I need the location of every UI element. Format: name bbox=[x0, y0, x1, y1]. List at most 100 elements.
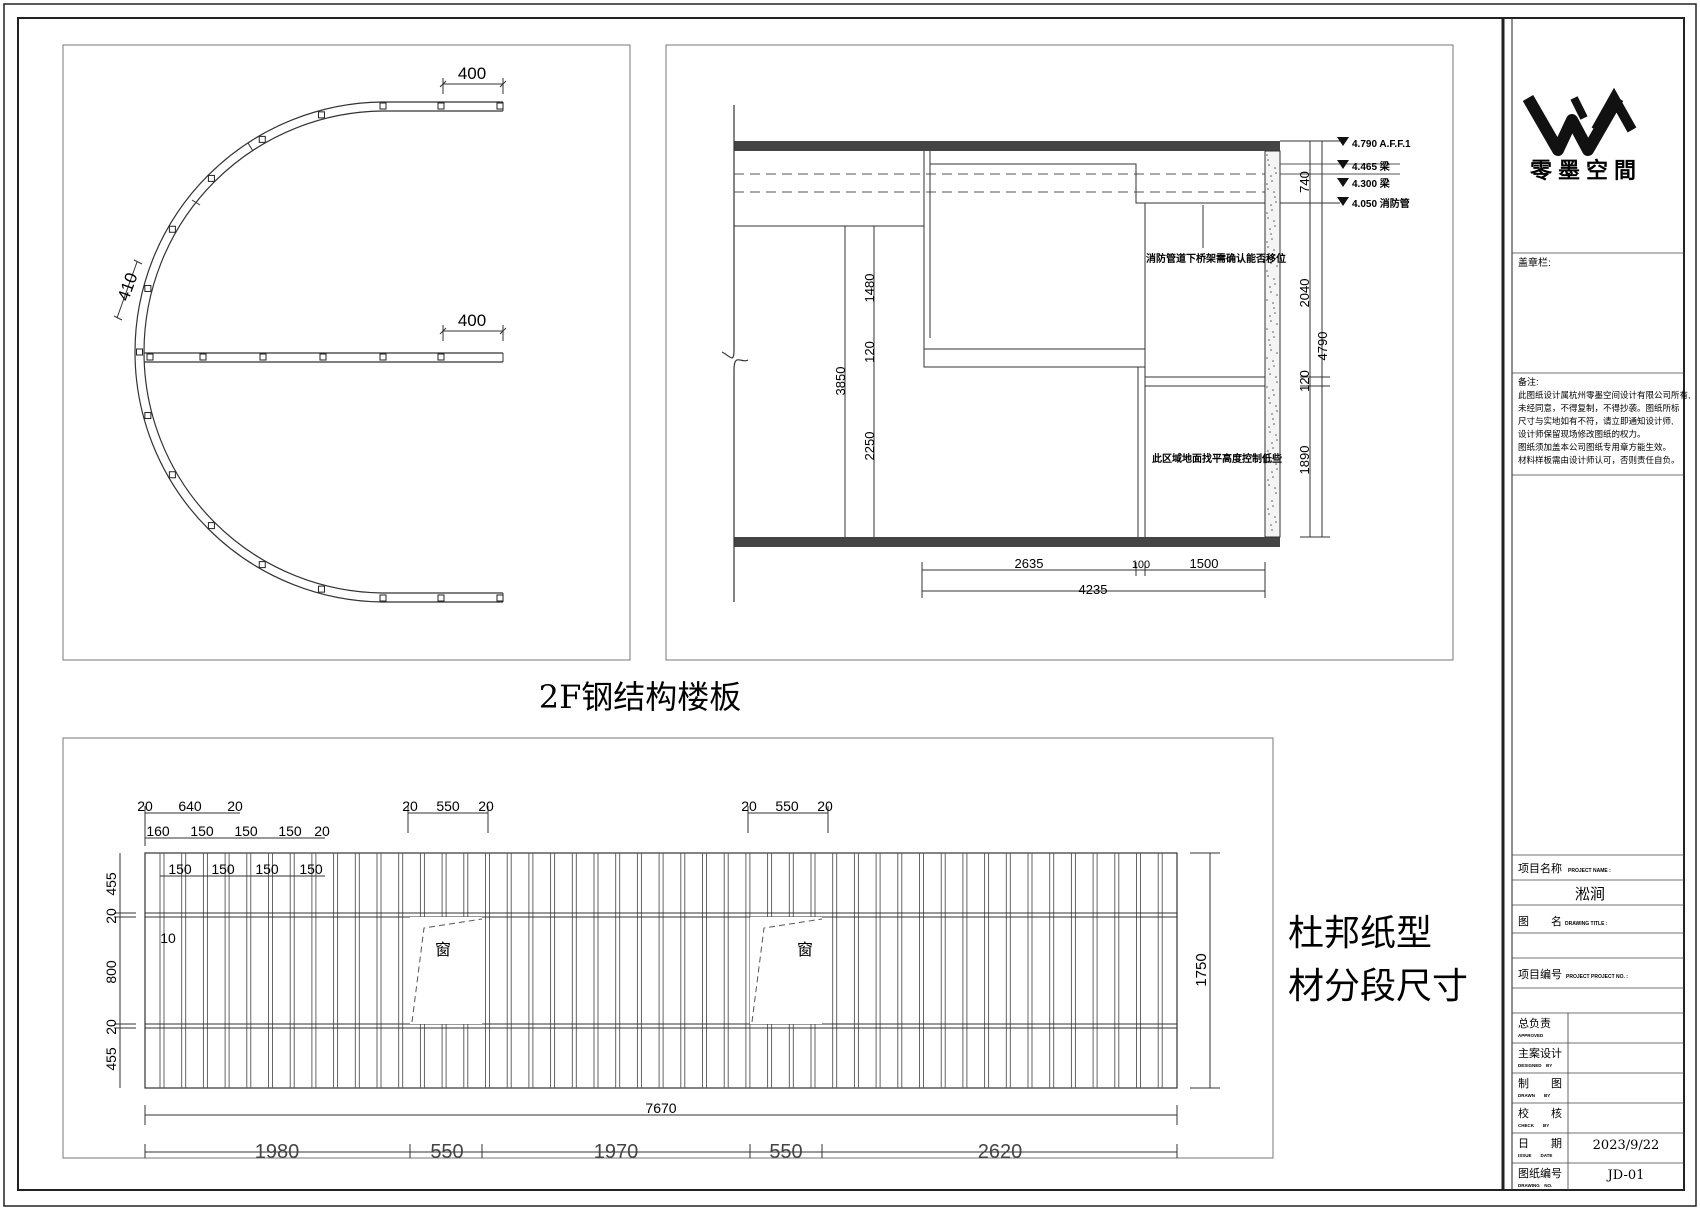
hatch-dot bbox=[1272, 418, 1274, 420]
hatch-dot bbox=[1273, 423, 1275, 425]
right-dim-120: 120 bbox=[1297, 370, 1312, 392]
hatch-dot bbox=[1276, 294, 1278, 296]
hatch-dot bbox=[1275, 521, 1277, 523]
hatch-dot bbox=[1270, 204, 1272, 206]
total-dim-7670: 7670 bbox=[645, 1100, 676, 1116]
top-dim-150f: 150 bbox=[255, 861, 279, 877]
window-a-dim-20a: 20 bbox=[402, 798, 418, 814]
hatch-dot bbox=[1267, 159, 1269, 161]
drawing-no-label-en: DRAWING NO. bbox=[1518, 1183, 1552, 1188]
bolt-hole bbox=[379, 353, 387, 361]
hatch-dot bbox=[1266, 183, 1268, 185]
hatch-dot bbox=[1269, 315, 1271, 317]
section-right-dims bbox=[1300, 140, 1330, 538]
hatch-dot bbox=[1273, 191, 1275, 193]
hatch-dot bbox=[1270, 320, 1272, 322]
hatch-dot bbox=[1270, 233, 1272, 235]
segment-dim-550a: 550 bbox=[430, 1141, 463, 1163]
drawing-title-label: 图 名 bbox=[1518, 914, 1562, 928]
notes-line-3: 尺寸与实地如有不符，请立即通知设计师, bbox=[1518, 416, 1673, 426]
bottom-dim-2635: 2635 bbox=[1015, 556, 1044, 571]
level-4790: 4.790 A.F.F.1 bbox=[1352, 139, 1411, 150]
hatch-dot bbox=[1269, 257, 1271, 259]
top-dim-150a: 150 bbox=[190, 823, 214, 839]
brand-name: 零墨空間 bbox=[1529, 158, 1642, 183]
hatch-dot bbox=[1267, 188, 1269, 190]
hatch-dot bbox=[1266, 212, 1268, 214]
panel-caption-line1: 杜邦纸型 bbox=[1288, 913, 1432, 954]
hatch-dot bbox=[1274, 167, 1276, 169]
hatch-dot bbox=[1272, 331, 1274, 333]
floor-slab bbox=[734, 537, 1280, 547]
plan-dim-arc-label: 410 bbox=[114, 270, 142, 303]
hatch-dot bbox=[1268, 339, 1270, 341]
hatch-dot bbox=[1267, 479, 1269, 481]
plan-dim-top-label: 400 bbox=[458, 64, 486, 83]
hatch-dot bbox=[1276, 468, 1278, 470]
bolt-hole bbox=[136, 348, 143, 356]
left-dim-2250: 2250 bbox=[862, 432, 877, 461]
hatch-dot bbox=[1275, 492, 1277, 494]
hatch-dot bbox=[1273, 365, 1275, 367]
left-dim-20b: 20 bbox=[103, 1019, 119, 1035]
note-pipe: 消防管道下桥架需确认能否移位 bbox=[1146, 252, 1286, 265]
window-a-dim-20b: 20 bbox=[478, 798, 494, 814]
panel-left-dim-lines bbox=[114, 853, 136, 1088]
hatch-dot bbox=[1266, 299, 1268, 301]
panel-caption-line2: 材分段尺寸 bbox=[1288, 966, 1468, 1007]
project-no-label-en: PROJECT PROJECT NO. : bbox=[1566, 974, 1628, 980]
top-dim-20a: 20 bbox=[137, 798, 153, 814]
drawing-title-label-en: DRAWING TITLE : bbox=[1565, 921, 1608, 927]
project-name-value: 淞涧 bbox=[1575, 885, 1605, 903]
outer-frame bbox=[3, 3, 1697, 1207]
bolt-hole bbox=[496, 594, 504, 602]
right-dim-740: 740 bbox=[1297, 171, 1312, 193]
right-dim-2040: 2040 bbox=[1297, 279, 1312, 308]
top-dim-640: 640 bbox=[178, 798, 202, 814]
bolt-hole bbox=[144, 412, 152, 420]
ceiling-slab bbox=[734, 141, 1280, 151]
window-a-dim-550: 550 bbox=[436, 798, 460, 814]
hatch-dot bbox=[1270, 524, 1272, 526]
check-label: 校 核 bbox=[1518, 1106, 1562, 1120]
bottom-dim-100: 100 bbox=[1132, 559, 1150, 571]
window-b-dim-20a: 20 bbox=[741, 798, 757, 814]
left-dim-800: 800 bbox=[103, 960, 119, 984]
hatch-dot bbox=[1270, 349, 1272, 351]
hatch-dot bbox=[1274, 196, 1276, 198]
hatch-dot bbox=[1267, 450, 1269, 452]
bolt-hole bbox=[168, 471, 176, 479]
steel-arc-beam bbox=[134, 101, 504, 603]
notes-line-4: 设计师保留现场修改图纸的权力。 bbox=[1518, 429, 1646, 439]
approved-label: 总负责 bbox=[1518, 1016, 1551, 1030]
window-label-a: 窗 bbox=[435, 940, 451, 959]
left-dim-455a: 455 bbox=[103, 872, 119, 896]
hatch-dot bbox=[1273, 336, 1275, 338]
hatch-dot bbox=[1270, 291, 1272, 293]
panel-view-frame bbox=[62, 737, 1274, 1159]
hatch-dot bbox=[1275, 376, 1277, 378]
plan-dim-mid bbox=[439, 325, 507, 341]
hatch-dot bbox=[1267, 246, 1269, 248]
drawn-label-en: DRAWN BY bbox=[1518, 1093, 1550, 1098]
inner-frame bbox=[17, 17, 1685, 1191]
hatch-dot bbox=[1268, 426, 1270, 428]
bolt-hole bbox=[168, 225, 176, 233]
hatch-dot bbox=[1275, 201, 1277, 203]
left-dim-1480: 1480 bbox=[862, 274, 877, 303]
top-dim-20c: 20 bbox=[314, 823, 330, 839]
hatch-dot bbox=[1266, 357, 1268, 359]
bolt-hole bbox=[146, 353, 154, 361]
hatch-dot bbox=[1274, 516, 1276, 518]
hatch-dot bbox=[1275, 172, 1277, 174]
bolt-hole bbox=[207, 174, 215, 182]
bolt-hole bbox=[379, 594, 387, 602]
bolt-hole bbox=[317, 111, 325, 119]
segment-dim-2620: 2620 bbox=[978, 1141, 1023, 1163]
right-dim-1890: 1890 bbox=[1297, 446, 1312, 475]
drawing-no-label: 图纸编号 bbox=[1518, 1166, 1562, 1180]
bolt-hole bbox=[319, 353, 327, 361]
left-dim-3850: 3850 bbox=[833, 367, 848, 396]
notes-line-2: 未经同意，不得复制，不得抄袭。图纸所标 bbox=[1518, 403, 1680, 413]
panel-rails bbox=[145, 912, 1177, 1029]
